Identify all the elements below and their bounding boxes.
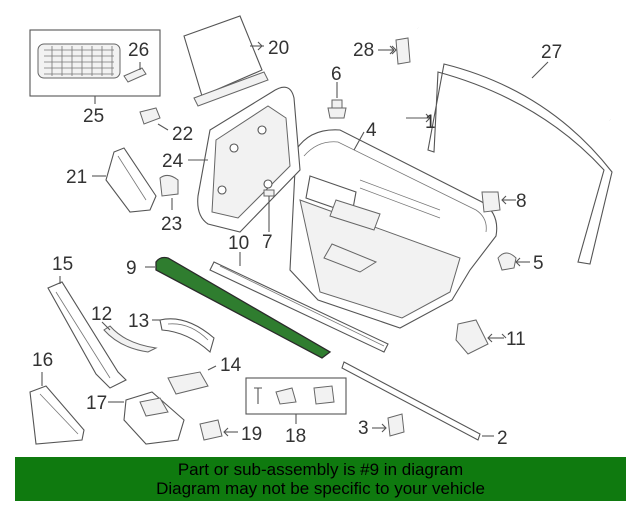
callout-26: 26 (128, 40, 149, 61)
part-6-pin (327, 82, 347, 119)
callout-3: 3 (358, 418, 369, 439)
part-4-door-panel (289, 129, 498, 329)
callout-4: 4 (366, 120, 377, 141)
part-25-grille-mesh (44, 46, 114, 76)
part-21-pocket (92, 147, 157, 213)
part-22-clip (139, 107, 169, 131)
part-3-clip (372, 413, 405, 437)
part-17-panel (108, 391, 185, 445)
part-18-hardware (245, 377, 347, 424)
callout-12: 12 (91, 304, 112, 325)
callout-20: 20 (268, 38, 289, 59)
part-2-sill-strip (341, 361, 494, 441)
banner-line-1: Part or sub-assembly is #9 in diagram (177, 460, 464, 479)
callout-11: 11 (506, 329, 526, 350)
part-23-cap (159, 174, 179, 210)
part-1-frame-seal (406, 63, 613, 265)
callout-10: 10 (228, 233, 249, 254)
callout-2: 2 (497, 428, 508, 449)
callout-leaders (257, 41, 507, 339)
callout-18: 18 (285, 426, 306, 447)
callout-24: 24 (162, 151, 184, 172)
callout-1: 1 (425, 112, 436, 133)
part-25-26-group (29, 29, 161, 104)
part-14-switch (167, 365, 217, 395)
callout-16: 16 (32, 350, 53, 371)
part-28-clip (378, 37, 411, 65)
part-8-grommet (481, 191, 516, 213)
callout-28: 28 (353, 40, 374, 61)
callout-23: 23 (161, 214, 182, 235)
callout-7: 7 (262, 232, 273, 253)
callout-6: 6 (331, 64, 342, 85)
callout-14: 14 (220, 355, 242, 376)
callout-8: 8 (516, 191, 527, 212)
callout-13: 13 (128, 311, 149, 332)
part-7-screw (263, 189, 275, 232)
part-15-pillar (47, 276, 127, 389)
part-20-shade (183, 15, 269, 107)
banner-line-2: Diagram may not be specific to your vehi… (156, 479, 485, 498)
callout-15: 15 (52, 254, 73, 275)
part-5-clip (497, 252, 530, 271)
part-12-strip (101, 321, 158, 353)
callout-22: 22 (172, 124, 193, 145)
part-26-plug (123, 67, 147, 83)
callout-5: 5 (533, 253, 544, 274)
callout-25: 25 (83, 106, 104, 127)
callout-21: 21 (66, 167, 87, 188)
part-25-grille-body (37, 43, 121, 79)
callout-27: 27 (541, 42, 562, 63)
callout-17: 17 (86, 393, 107, 414)
part-24-carrier (188, 86, 301, 233)
callout-9: 9 (126, 258, 137, 279)
part-9-trim-highlighted (145, 256, 332, 359)
part-11-bracket (455, 319, 504, 355)
parts-diagram: 1 2 3 4 5 6 7 8 9 10 11 12 13 14 15 16 1… (29, 15, 613, 449)
part-10-strip (209, 252, 389, 353)
callout-19: 19 (241, 424, 262, 445)
part-27-seal (417, 26, 611, 122)
part-13-bezel (152, 318, 215, 354)
part-19-switch (199, 419, 238, 441)
info-banner: Part or sub-assembly is #9 in diagram Di… (15, 457, 626, 501)
callout-labels: 1 2 3 4 5 6 7 8 9 10 11 12 13 14 15 16 1… (32, 38, 562, 449)
part-16-cover (29, 372, 85, 445)
